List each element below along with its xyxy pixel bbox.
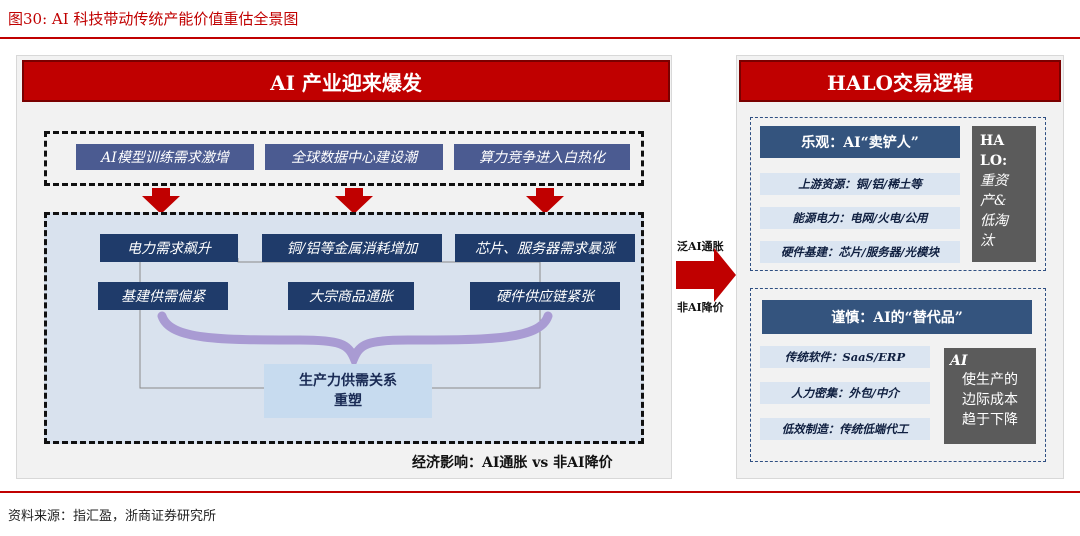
drivers-group xyxy=(44,131,644,186)
halo-line-2: LO: xyxy=(980,153,1008,169)
economic-impact-label: 经济影响：AI通胀 vs 非AI降价 xyxy=(412,455,613,471)
halo-line-1: HA xyxy=(980,133,1005,149)
source-note: 资料来源：指汇盈，浙商证券研究所 xyxy=(8,509,217,524)
ai-side-box: AI 使生产的 边际成本 趋于下降 xyxy=(944,348,1036,444)
halo-line-5: 低淘 xyxy=(980,213,1008,229)
effect-commodity-inflation: 大宗商品通胀 xyxy=(288,282,414,310)
effect-power-demand: 电力需求飙升 xyxy=(100,234,238,262)
halo-line-6: 汰 xyxy=(980,233,994,249)
optimistic-group xyxy=(750,117,1046,271)
ai-line-3: 边际成本 xyxy=(962,392,1018,408)
title-rule xyxy=(0,37,1080,39)
result-line-2: 重塑 xyxy=(334,393,362,409)
red-down-arrow-1 xyxy=(142,188,180,214)
figure-title: 图30: AI 科技带动传统产能价值重估全景图 xyxy=(8,10,299,28)
optimistic-item-resources: 上游资源：铜/铝/稀土等 xyxy=(760,173,960,195)
result-line-1: 生产力供需关系 xyxy=(299,373,397,389)
cautious-title: 谨慎：AI的“替代品” xyxy=(762,300,1032,334)
halo-line-4: 产& xyxy=(980,193,1007,209)
cautious-item-manufacturing: 低效制造：传统低端代工 xyxy=(760,418,930,440)
effect-chip-demand: 芯片、服务器需求暴涨 xyxy=(455,234,635,262)
ai-line-4: 趋于下降 xyxy=(962,412,1018,428)
effect-infra-tight: 基建供需偏紧 xyxy=(98,282,228,310)
effect-metal-consumption: 铜/铝等金属消耗增加 xyxy=(262,234,442,262)
optimistic-item-energy: 能源电力：电网/火电/公用 xyxy=(760,207,960,229)
effect-supply-chain-tight: 硬件供应链紧张 xyxy=(470,282,620,310)
halo-side-box: HA LO: 重资 产& 低淘 汰 xyxy=(972,126,1036,262)
connector-top-label: 泛AI通胀 xyxy=(677,240,724,253)
optimistic-title: 乐观：AI“卖铲人” xyxy=(760,126,960,158)
cautious-item-software: 传统软件：SaaS/ERP xyxy=(760,346,930,368)
ai-line-2: 使生产的 xyxy=(962,372,1018,388)
cautious-group xyxy=(750,288,1046,462)
red-down-arrow-2 xyxy=(335,188,373,214)
driver-data-center: 全球数据中心建设潮 xyxy=(265,144,443,170)
optimistic-item-hardware: 硬件基建：芯片/服务器/光模块 xyxy=(760,241,960,263)
bottom-rule xyxy=(0,491,1080,493)
driver-model-training: AI模型训练需求激增 xyxy=(76,144,254,170)
cautious-item-labor: 人力密集：外包/中介 xyxy=(760,382,930,404)
halo-line-3: 重资 xyxy=(980,173,1008,189)
connector-bottom-label: 非AI降价 xyxy=(677,301,724,314)
left-panel-header: AI 产业迎来爆发 xyxy=(22,60,670,102)
right-panel-header: HALO交易逻辑 xyxy=(739,60,1061,102)
result-box: 生产力供需关系 重塑 xyxy=(264,364,432,418)
ai-line-1: AI xyxy=(950,353,968,369)
effects-group xyxy=(44,212,644,444)
driver-compute-race: 算力竞争进入白热化 xyxy=(454,144,630,170)
red-down-arrow-3 xyxy=(526,188,564,214)
